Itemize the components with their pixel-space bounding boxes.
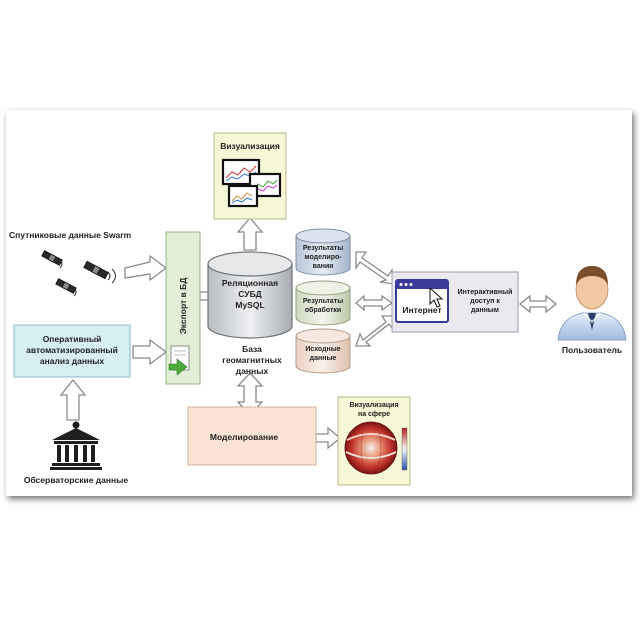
results-model-cylinder: Результаты моделиро- вания (295, 228, 351, 276)
interactive-access-box: Интернет Интерактивный доступ к данным (391, 271, 519, 333)
arrow-results-model-interactive (355, 251, 395, 285)
modeling-label: Моделирование (210, 432, 278, 442)
results-proc-cylinder: Результаты обработки (295, 280, 351, 326)
export-label: Экспорт в БД (178, 278, 188, 335)
satellite-label: Спутниковые данные Swarm (9, 230, 132, 240)
arrow-db-modeling (236, 372, 264, 416)
arrow-source-interactive (355, 315, 395, 347)
visualization-label: Визуализация (220, 141, 280, 151)
visualization-box: Визуализация (213, 132, 287, 220)
export-bar: Экспорт в БД (165, 231, 201, 385)
arrow-operational-export (132, 338, 168, 366)
arrow-satellite-export (124, 254, 168, 282)
export-document-icon (168, 345, 190, 376)
source-data-cylinder: Исходные данные (295, 328, 351, 374)
internet-label: Интернет (402, 305, 441, 315)
db-label-line-2: геомагнитных (222, 355, 282, 365)
rdbms-line-1: Реляционная (222, 278, 278, 288)
globe-heatmap-icon (344, 421, 408, 475)
observatory-label: Обсерваторские данные (24, 475, 129, 485)
results-model-line-2: моделиро- (304, 254, 342, 261)
operational-line-3: анализ данных (40, 356, 104, 366)
monitors-icon (221, 158, 282, 208)
sphere-vis-line-2: на сфере (358, 411, 390, 418)
interactive-line-1: Интерактивный (458, 288, 513, 296)
sphere-vis-line-1: Визуализация (349, 402, 398, 409)
user-avatar-icon (557, 266, 627, 341)
sphere-visualization-box: Визуализация на сфере (337, 396, 411, 486)
user-label: Пользователь (562, 345, 622, 355)
source-data-line-1: Исходные (305, 346, 340, 353)
db-label-line-1: База (242, 344, 262, 354)
db-label-line-3: данных (236, 366, 269, 376)
database-cylinder: Реляционная СУБД MySQL (207, 251, 293, 339)
interactive-line-3: данным (471, 307, 499, 314)
arrow-interactive-user (518, 294, 558, 314)
internet-window-icon: Интернет (395, 279, 449, 323)
modeling-box-bg (187, 406, 317, 466)
operational-line-2: автоматизированный (26, 345, 118, 355)
arrow-db-visualization (236, 217, 264, 251)
results-model-line-1: Результаты (303, 245, 343, 252)
arrow-results-proc-interactive (355, 294, 394, 312)
satellite-icon (41, 250, 116, 297)
arrow-observatory-operational (59, 378, 87, 421)
color-scale-bar (401, 427, 408, 471)
operational-line-1: Оперативный (43, 334, 102, 344)
source-data-line-2: данные (310, 355, 337, 362)
observatory-building-icon (50, 421, 102, 470)
operational-box-bg (13, 324, 131, 378)
results-proc-line-1: Результаты (303, 298, 343, 305)
interactive-line-2: доступ к (470, 298, 500, 305)
modeling-box: Моделирование (187, 406, 317, 466)
rdbms-line-2: СУБД (238, 289, 261, 299)
results-model-line-3: вания (313, 263, 334, 270)
arrow-modeling-sphere (315, 426, 342, 450)
results-proc-line-2: обработки (305, 306, 341, 314)
operational-box: Оперативный автоматизированный анализ да… (13, 324, 131, 378)
rdbms-line-3: MySQL (235, 300, 264, 310)
